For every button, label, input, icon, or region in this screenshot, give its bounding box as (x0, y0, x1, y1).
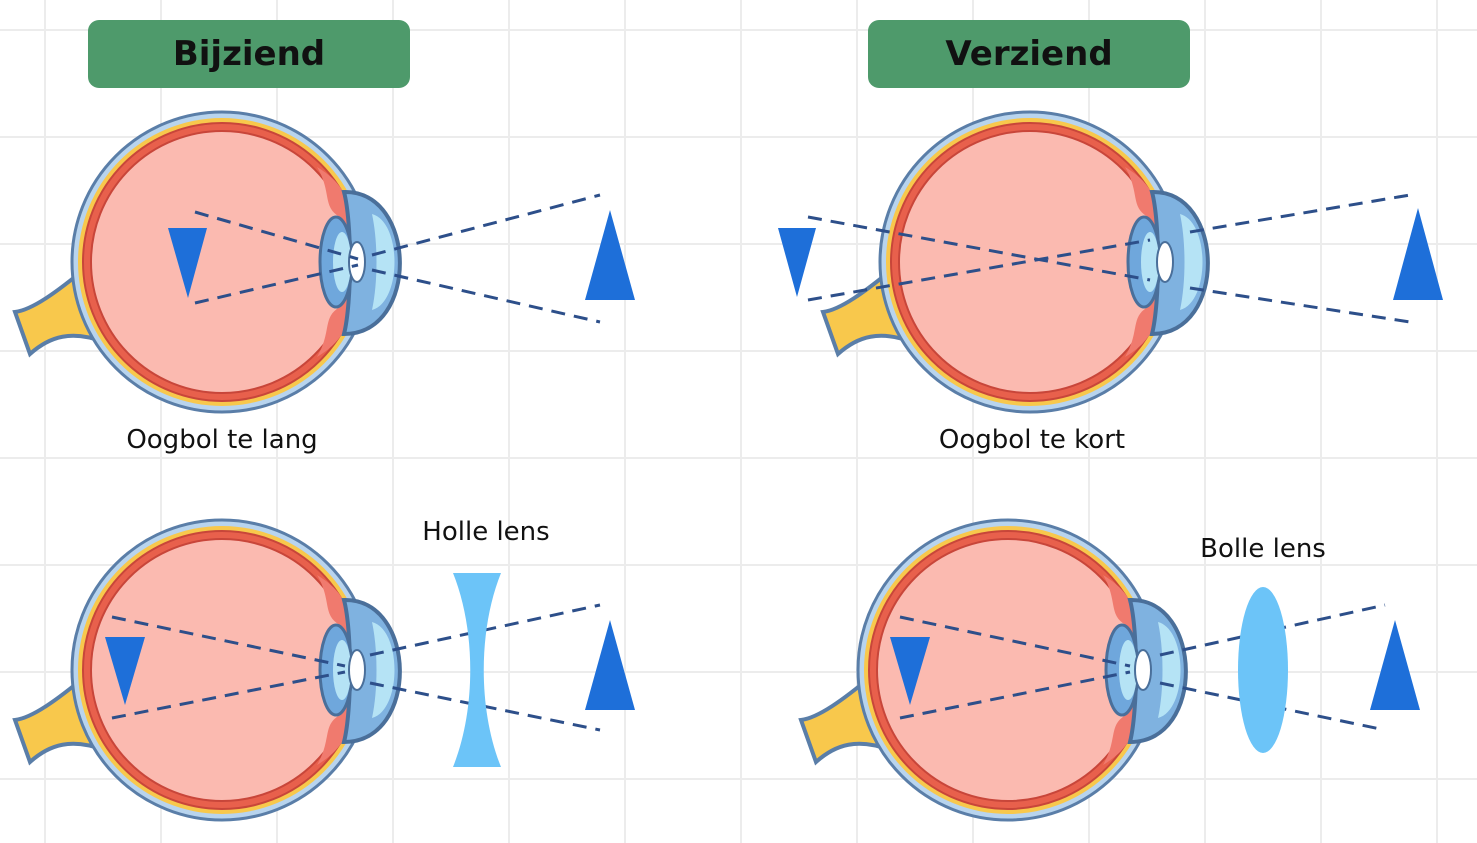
label-convex-lens: Bolle lens (1200, 534, 1326, 564)
image-triangle (778, 228, 816, 297)
object-triangle (1393, 208, 1443, 300)
eye-myopia (13, 110, 402, 414)
image-triangle (890, 637, 930, 705)
eye-hyperopia (821, 110, 1210, 414)
convex-lens (1238, 587, 1288, 753)
concave-lens (453, 573, 501, 767)
header-myopia: Bijziend (88, 20, 410, 88)
header-hyperopia: Verziend (868, 20, 1190, 88)
object-triangle (585, 210, 635, 300)
caption-hyperopia: Oogbol te kort (938, 425, 1126, 455)
image-triangle (105, 637, 145, 705)
image-triangle (168, 228, 207, 298)
object-triangle (585, 620, 635, 710)
label-concave-lens: Holle lens (422, 517, 550, 547)
caption-myopia: Oogbol te lang (126, 425, 318, 455)
object-triangle (1370, 620, 1420, 710)
